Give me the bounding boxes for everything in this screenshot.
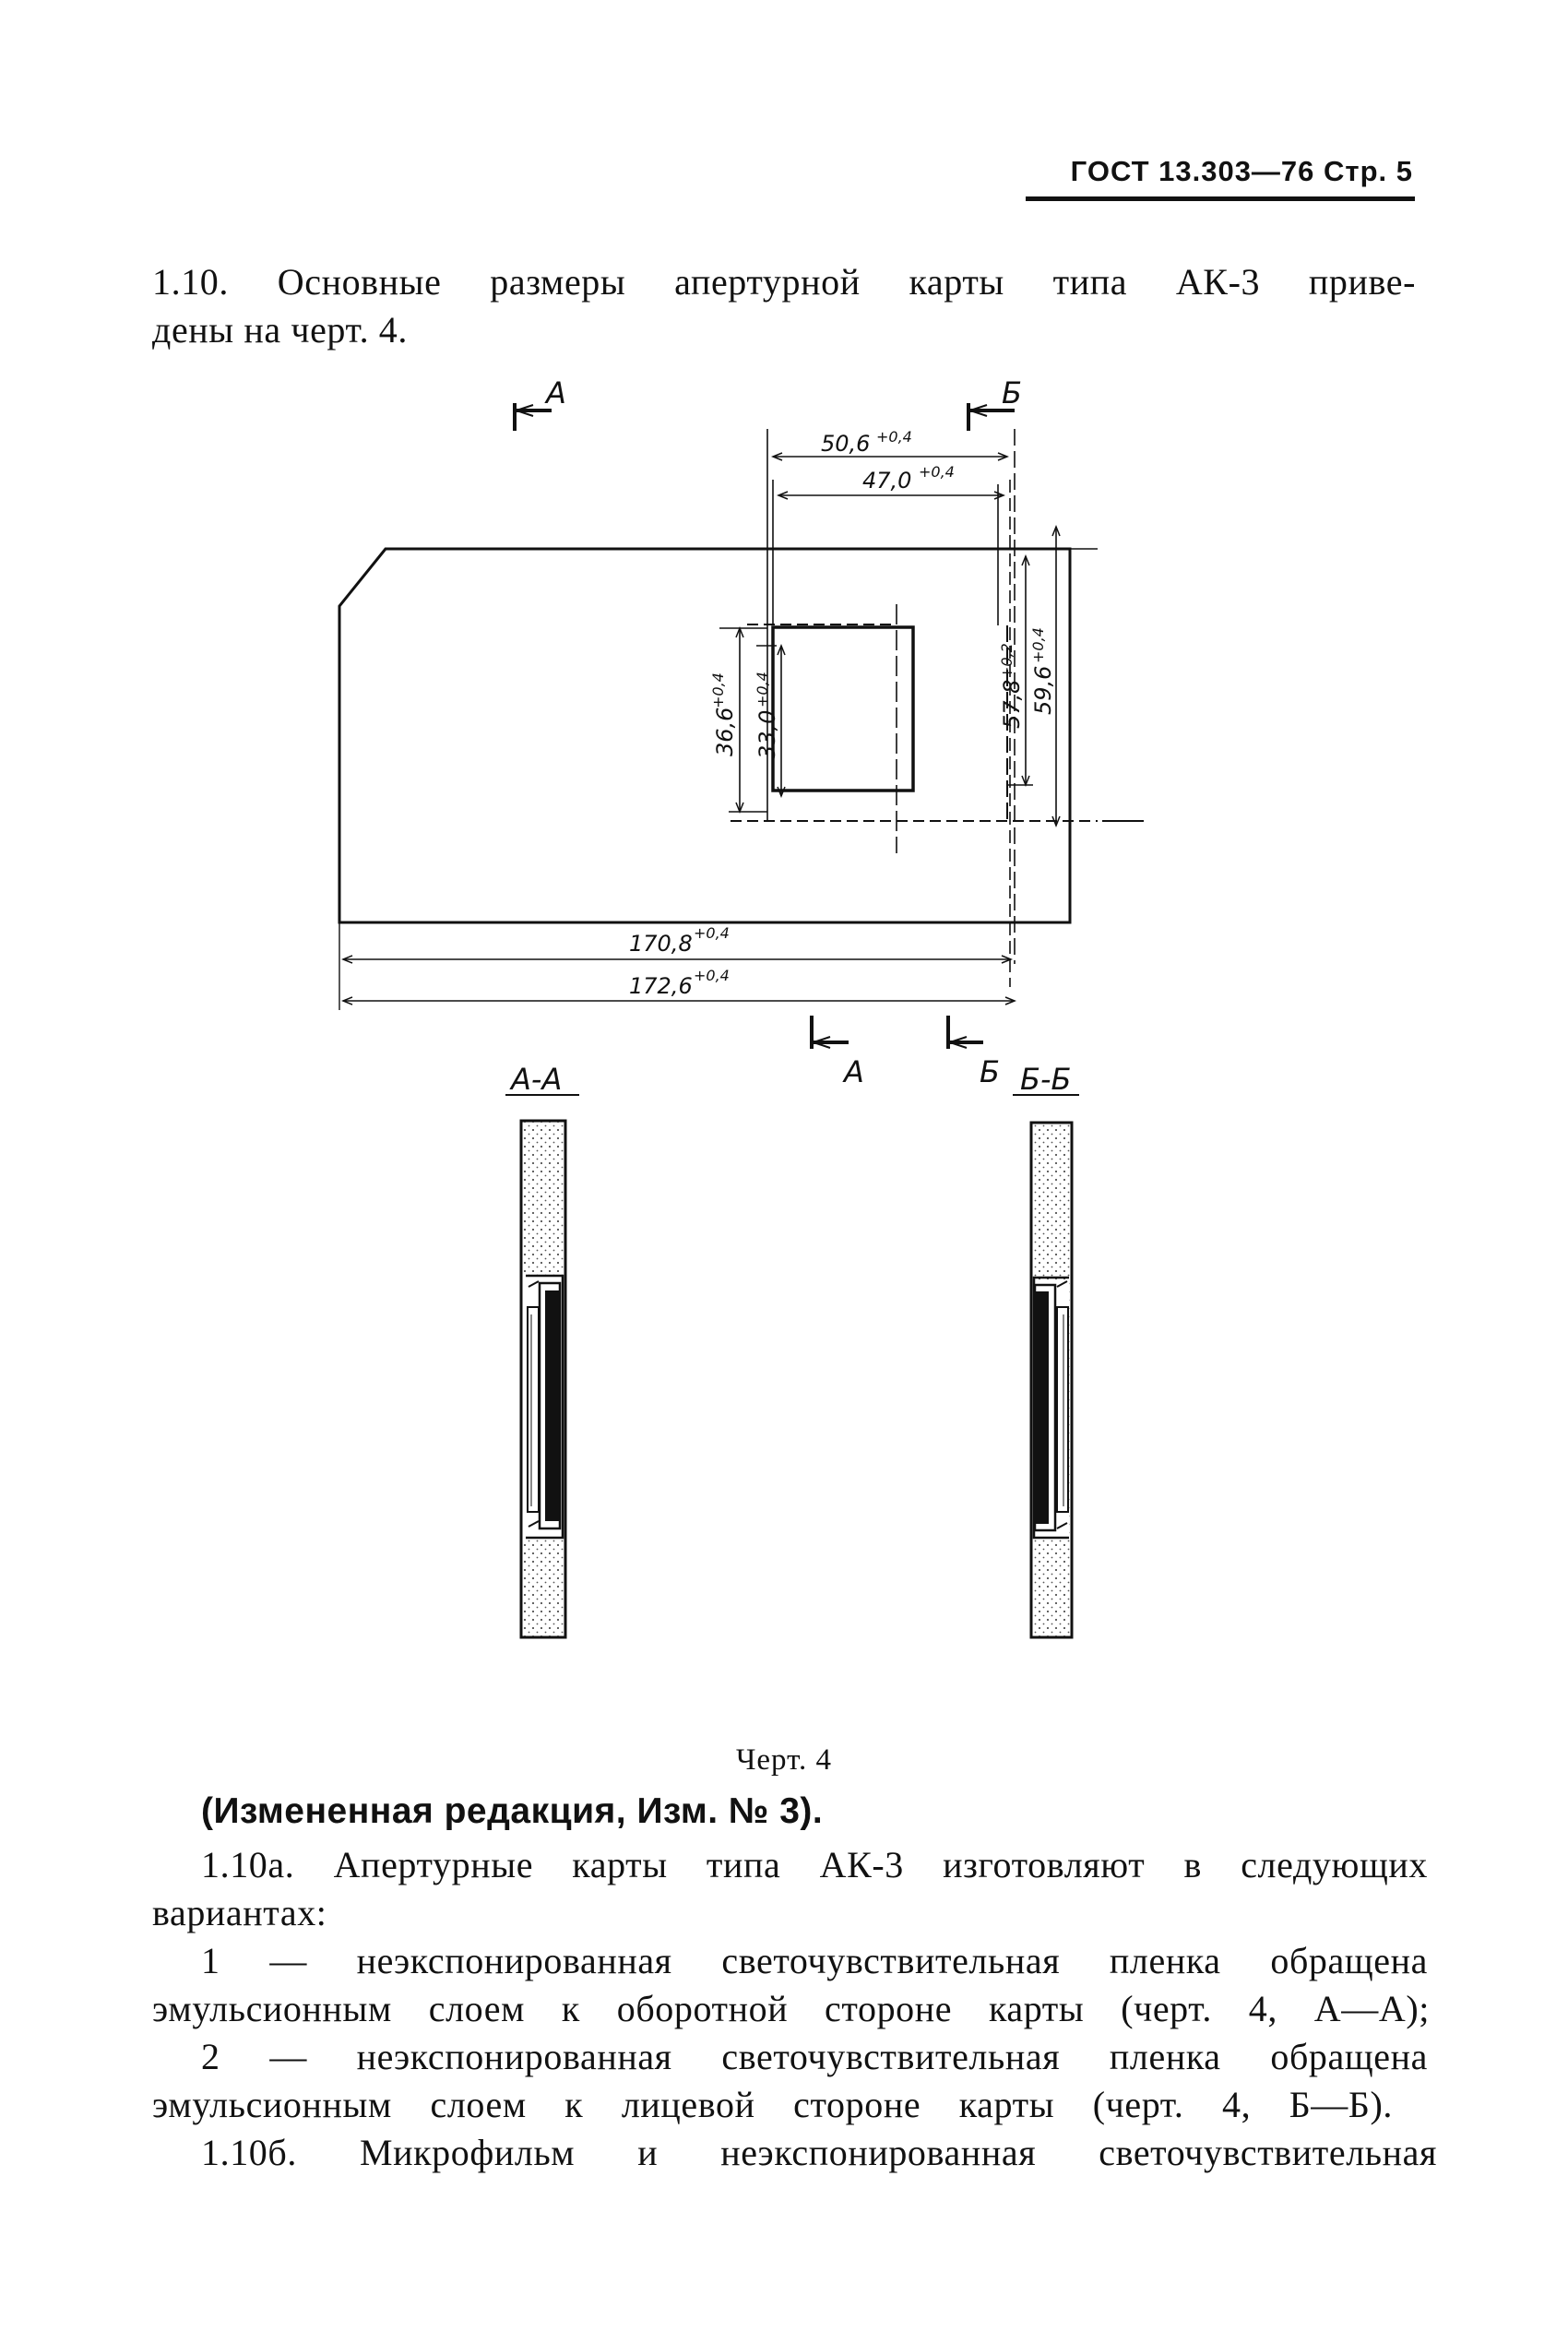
dim-33-0-tol: +0,4	[754, 672, 771, 708]
section-marker-a-top	[513, 403, 552, 431]
section-label-b-bottom: Б	[980, 1054, 1000, 1089]
section-aa-view	[519, 1119, 567, 1639]
section-marker-a-bottom	[810, 1016, 849, 1049]
section-bb-title: Б-Б	[1020, 1062, 1071, 1097]
section-marker-b-bottom	[946, 1016, 983, 1049]
dim-50-6-value: 50,6	[821, 431, 870, 457]
body-line-5: 2 — неэкспонированная светочувствительна…	[201, 2036, 1428, 2077]
dim-170-8-tol: +0,4	[694, 924, 730, 942]
section-label-a-bottom: А	[842, 1054, 864, 1089]
dim-172-6-value: 172,6	[629, 973, 693, 999]
amendment-note: (Измененная редакция, Изм. № 3).	[201, 1791, 824, 1831]
body-line-6: эмульсионным слоем к лицевой стороне кар…	[152, 2084, 1393, 2125]
body-line-4: эмульсионным слоем к оборотной стороне к…	[152, 1988, 1430, 2029]
dim-59-6-tol: +0,4	[1029, 627, 1047, 663]
dim-47-0-tol: +0,4	[919, 463, 955, 481]
paragraph-1-10-line-2: дены на черт. 4.	[152, 309, 408, 351]
section-label-a-top: А	[544, 375, 566, 410]
dim-57-8-tol: +0,2	[998, 643, 1016, 679]
aperture-window	[771, 625, 915, 792]
section-aa-title: А-А	[509, 1062, 562, 1097]
dim-59-6-value: 59,6	[1030, 666, 1056, 715]
body-line-2: вариантах:	[152, 1892, 327, 1933]
body-line-7: 1.10б. Микрофильм и неэкспонированная св…	[201, 2132, 1437, 2173]
page-header: ГОСТ 13.303—76 Стр. 5	[1070, 155, 1413, 187]
body-line-1: 1.10а. Апертурные карты типа АК-3 изгото…	[201, 1844, 1428, 1885]
dim-170-8-value: 170,8	[629, 931, 693, 957]
paragraph-1-10-line-1: 1.10. Основные размеры апертурной карты …	[152, 261, 1416, 303]
dim-36-6-value: 36,6	[712, 708, 738, 756]
dim-172-6-tol: +0,4	[694, 967, 730, 984]
body-line-3: 1 — неэкспонированная светочувствительна…	[201, 1940, 1428, 1981]
dim-47-0-value: 47,0	[862, 468, 911, 494]
dim-50-6-tol: +0,4	[876, 428, 912, 446]
section-marker-b-top	[967, 403, 1015, 431]
dim-36-6-tol: +0,4	[709, 672, 727, 708]
dim-33-0-value: 33,0	[754, 710, 780, 759]
figure-caption: Черт. 4	[735, 1743, 833, 1777]
header-rule	[1026, 196, 1415, 201]
card-outline	[338, 547, 1072, 924]
aperture-card-drawing: А Б 50,6 +0,4 47,0 +0,4 36,6 +0,4 33,0 +…	[338, 375, 1144, 1639]
section-bb-view	[1029, 1121, 1074, 1639]
section-label-b-top: Б	[1002, 375, 1022, 410]
dim-57-8-value: 57,8	[999, 680, 1025, 729]
